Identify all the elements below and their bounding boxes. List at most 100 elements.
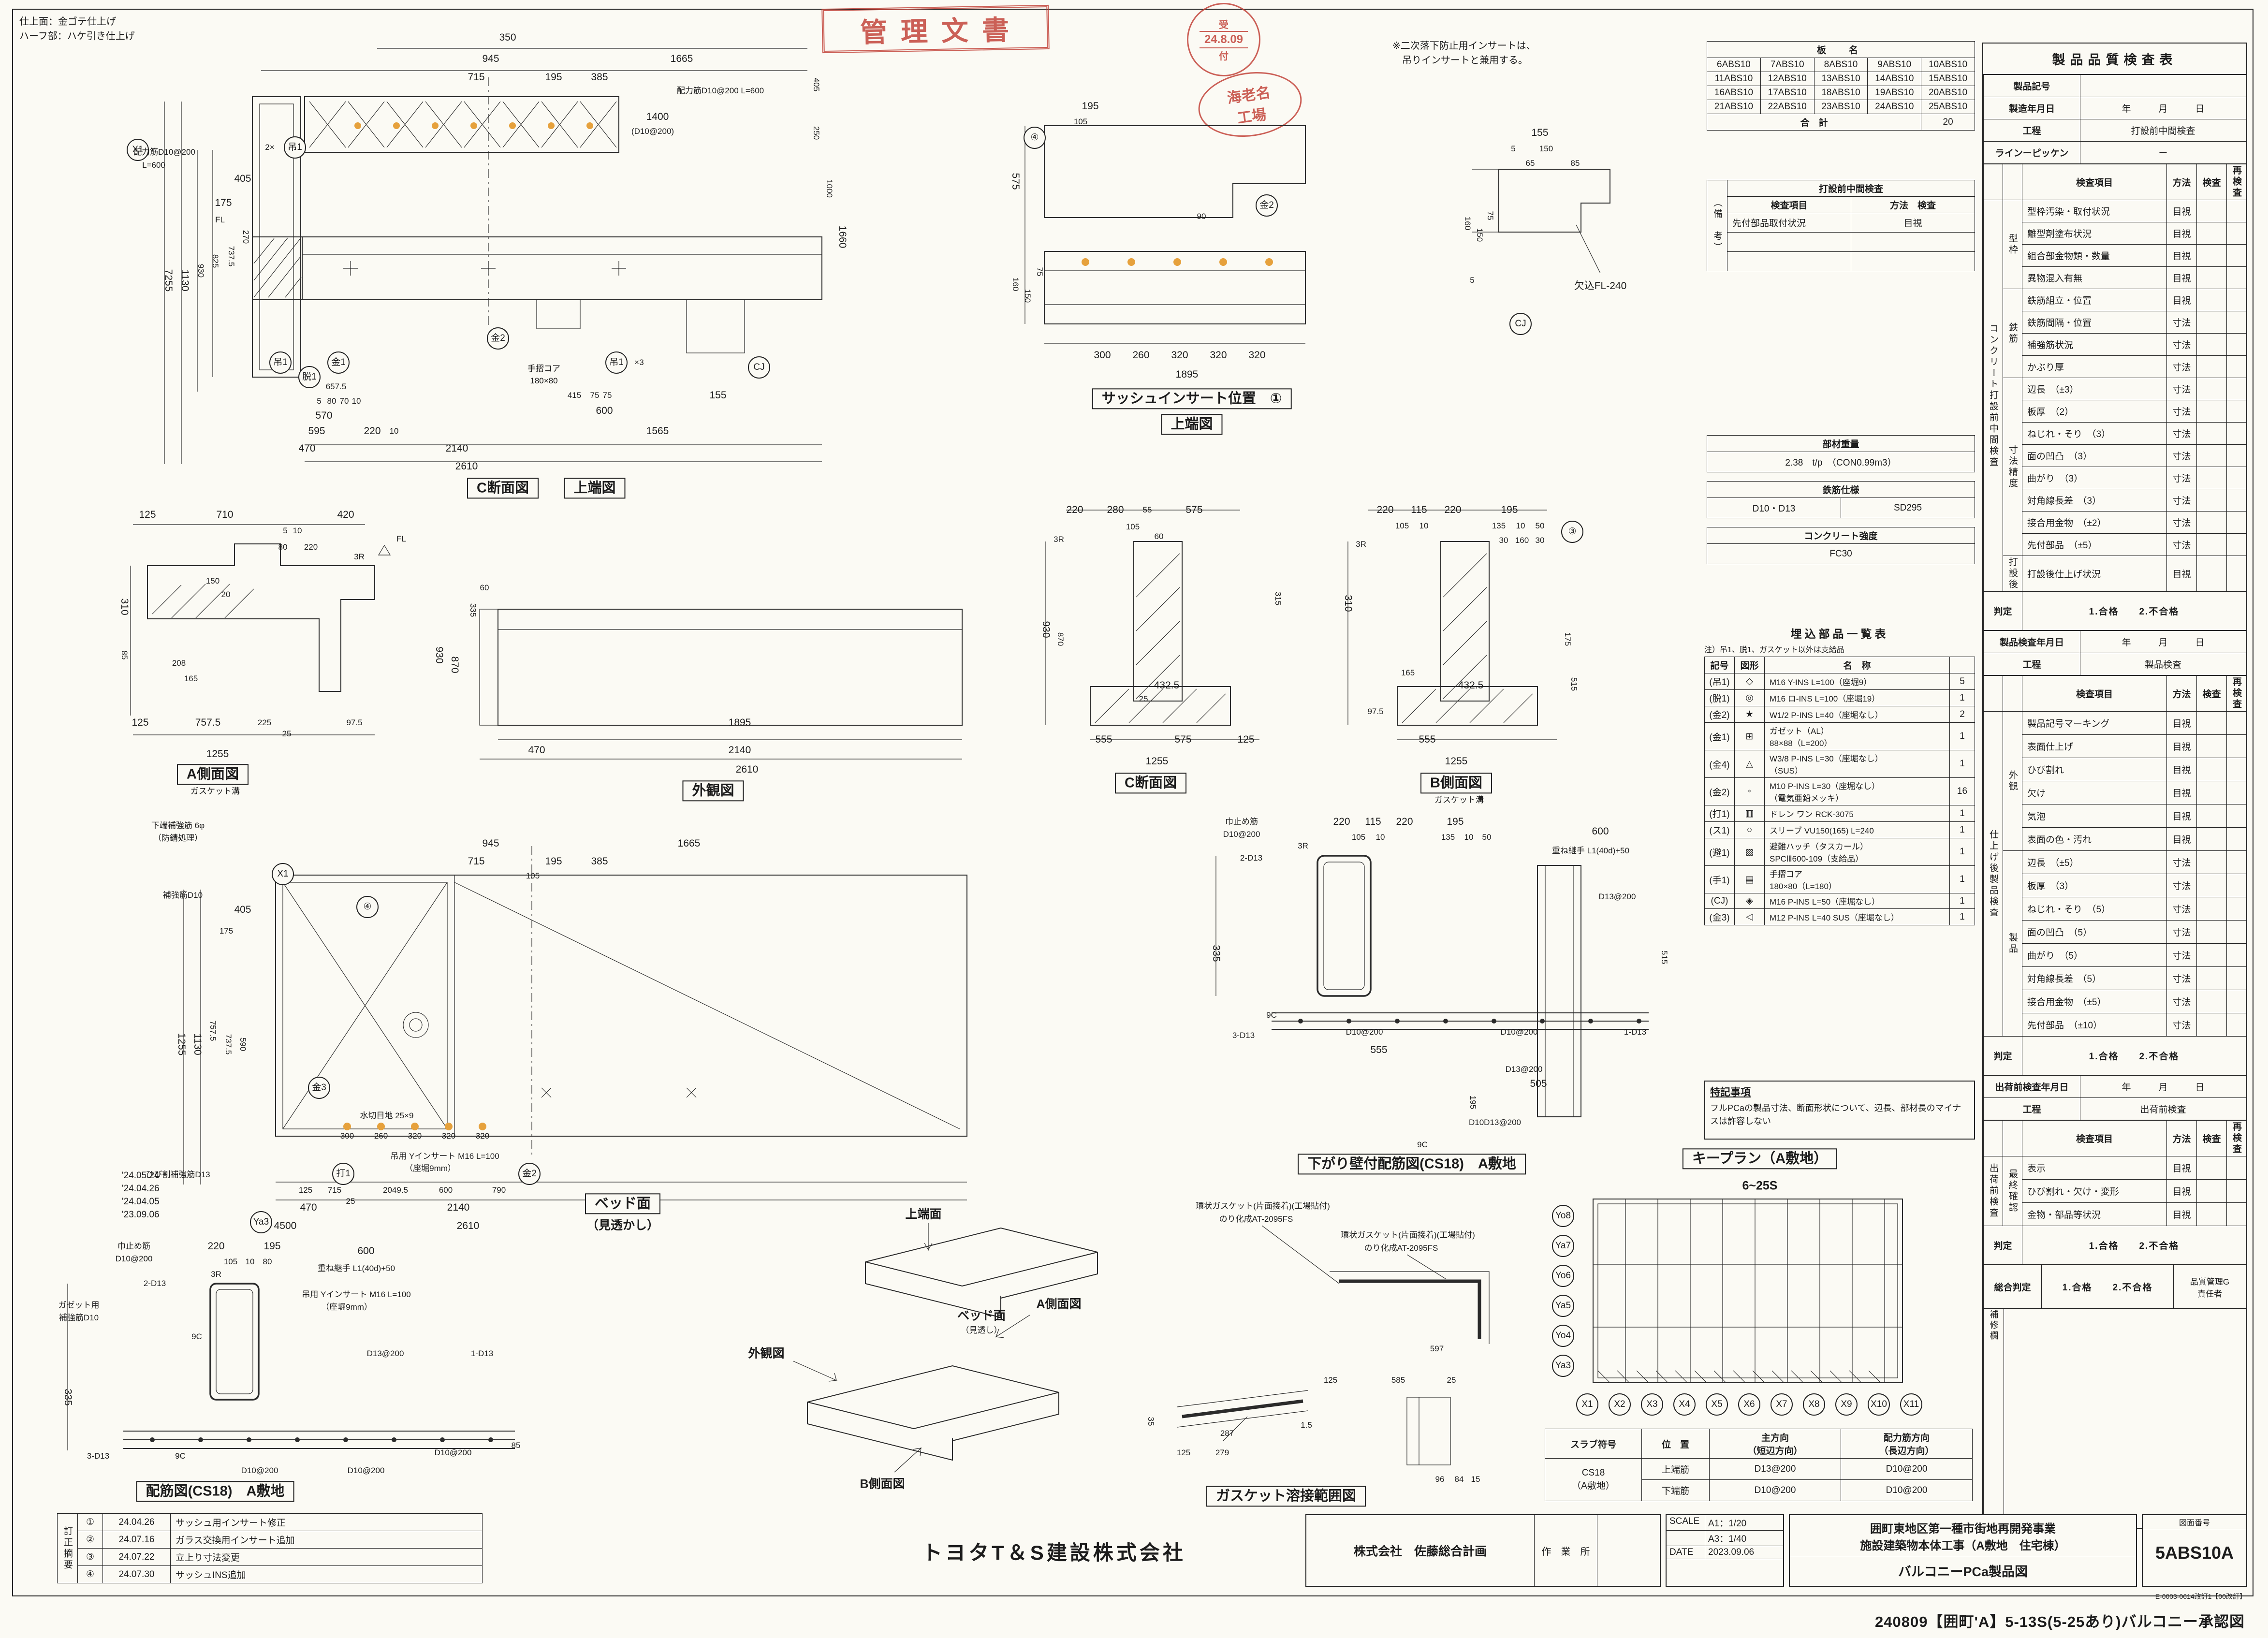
dim-label: 260 [374, 1131, 388, 1141]
part-symbol-icon: ◇ [1734, 673, 1765, 690]
inspection-recheck-blank [2226, 222, 2246, 245]
inspection-check-blank [2196, 1156, 2227, 1180]
inspection-method: 寸法 [2166, 897, 2197, 921]
inspection-check-blank [2196, 289, 2227, 311]
inspection-col-item: 検査項目 [2022, 675, 2167, 712]
inspection-col-check: 検査 [2196, 675, 2227, 712]
callout-bubble: Ya7 [1552, 1235, 1574, 1257]
material-value: 2.38 t/p （CON0.99m3） [1707, 452, 1975, 472]
inspection-recheck-blank [2226, 400, 2246, 423]
revision-date: 24.07.22 [102, 1548, 171, 1566]
dim-label: 5 [317, 396, 322, 406]
callout-bubble: 金3 [308, 1077, 330, 1099]
dim-label: D13@200 [1598, 892, 1636, 902]
inspection-check-blank [2196, 734, 2227, 758]
dim-label: 432.5 [1154, 679, 1180, 691]
callout-bubble: 吊1 [284, 136, 306, 159]
dim-label: 1-D13 [470, 1349, 494, 1359]
material-label: コンクリート強度 [1707, 527, 1975, 544]
designer-name: 株式会社 佐藤総合計画 [1353, 1545, 1487, 1558]
dim-label: 590 [238, 1037, 248, 1052]
dim-label: 220 [1333, 816, 1350, 827]
inspection-check-blank [2196, 311, 2227, 334]
inspection-col-method: 方法 [2166, 164, 2197, 200]
callout-bubble: Ya3 [250, 1211, 272, 1233]
dim-label: 165 [1401, 668, 1415, 678]
inspection-recheck-blank [2226, 422, 2246, 445]
inspection-group-band: 最終確認 [2003, 1156, 2022, 1226]
inspection-info-value: 年 月 日 [2080, 97, 2246, 119]
dim-label: 710 [216, 509, 234, 520]
dim-label: 570 [315, 410, 333, 421]
board-total-label: 合 計 [1706, 114, 1922, 131]
dim-label: 巾止め筋 [1225, 817, 1258, 827]
dim-label: 150 [1475, 228, 1484, 242]
site-office-label: 作 業 所 [1534, 1515, 1597, 1586]
remarks-method [1851, 251, 1975, 271]
inspection-method: 寸法 [2166, 966, 2197, 990]
inspection-recheck-blank [2226, 556, 2246, 592]
board-table-title: 板 名 [1707, 41, 1975, 58]
dim-label: 配力筋D10@200 L=600 [676, 86, 764, 96]
dim-label: （座堀9mm） [321, 1302, 372, 1312]
inspection-item: 気泡 [2022, 804, 2167, 828]
dim-label: 320 [1210, 349, 1227, 361]
inspection-recheck-blank [2226, 920, 2246, 944]
board-name: 11ABS10 [1707, 72, 1761, 86]
inspection-method: 目視 [2166, 711, 2197, 735]
view-caption: B側面図 [1420, 773, 1492, 794]
dim-label: 2049.5 [383, 1185, 408, 1195]
inspection-method: 寸法 [2166, 990, 2197, 1013]
inspection-check-blank [2196, 804, 2227, 828]
inspection-recheck-blank [2226, 966, 2246, 990]
dim-label: 320 [1248, 349, 1266, 361]
judge-label: 判定 [1983, 591, 2022, 630]
inspection-method: 目視 [2166, 758, 2197, 781]
inspection-item: 表面仕上げ [2022, 734, 2167, 758]
callout-bubble: X3 [1641, 1393, 1663, 1416]
part-tag: (CJ) [1704, 893, 1735, 909]
dim-label: 195 [1447, 816, 1464, 827]
c-section-art [1045, 510, 1259, 740]
callout-bubble: 吊1 [269, 351, 292, 374]
dim-label: 250 [811, 126, 821, 140]
slab-rebar-spec: D10@200 [1709, 1479, 1841, 1501]
special-notes-text: フルPCaの製品寸法、断面形状について、辺長、部材長のマイナスは許容しない [1710, 1103, 1961, 1126]
inspection-item: 面の凹凸 （3） [2022, 444, 2167, 467]
part-tag: (ス1) [1704, 821, 1735, 838]
dim-label: 220 [207, 1240, 225, 1252]
part-symbol-icon: ▤ [1734, 865, 1765, 893]
dim-label: 9C [1266, 1010, 1277, 1020]
board-name: 14ABS10 [1867, 72, 1922, 86]
inspection-group-band: 鉄筋 [2003, 289, 2022, 378]
dim-label: 配力筋D10@200 [133, 147, 195, 157]
part-name: M16 P-INS L=50（座堀なし） [1764, 893, 1950, 909]
dim-label: 715 [468, 71, 485, 83]
dim-label: 水切目地 25×9 [360, 1111, 414, 1121]
slab-rebar-table: スラブ符号位 置主方向 （短辺方向）配力筋方向 （長辺方向）CS18（A敷地）上… [1545, 1429, 1973, 1501]
part-qty: 5 [1949, 673, 1975, 690]
dim-label: 10 [351, 396, 361, 406]
receipt-stamp-date: 24.8.09 [1199, 31, 1248, 48]
part-name: W3/8 P-INS L=30（座堀なし）（SUS） [1764, 750, 1950, 778]
board-name: 8ABS10 [1814, 58, 1868, 72]
board-total-value: 20 [1921, 114, 1975, 131]
revision-date: '23.09.06 [122, 1210, 160, 1220]
inspection-method: 寸法 [2166, 920, 2197, 944]
dim-label: 175 [215, 197, 232, 208]
inspection-method: 寸法 [2166, 533, 2197, 556]
dim-label: 505 [1530, 1078, 1547, 1089]
control-document-stamp-text: 管理文書 [860, 14, 1023, 48]
dim-label: 220 [1444, 504, 1462, 515]
dim-label: 105 [1395, 521, 1409, 531]
dim-label: 315 [1273, 591, 1283, 606]
inspection-group-band: 型枠 [2003, 200, 2022, 289]
total-judge-label: 総合判定 [1983, 1265, 2042, 1309]
board-name: 9ABS10 [1867, 58, 1922, 72]
inspection-info-label: 工程 [1983, 1097, 2080, 1120]
part-name: ガゼット（AL）88×88（L=200） [1764, 722, 1950, 750]
dim-label: 155 [709, 389, 727, 401]
dim-label: 600 [439, 1185, 453, 1195]
inspection-check-blank [2196, 943, 2227, 967]
dim-label: 3R [1298, 841, 1308, 851]
